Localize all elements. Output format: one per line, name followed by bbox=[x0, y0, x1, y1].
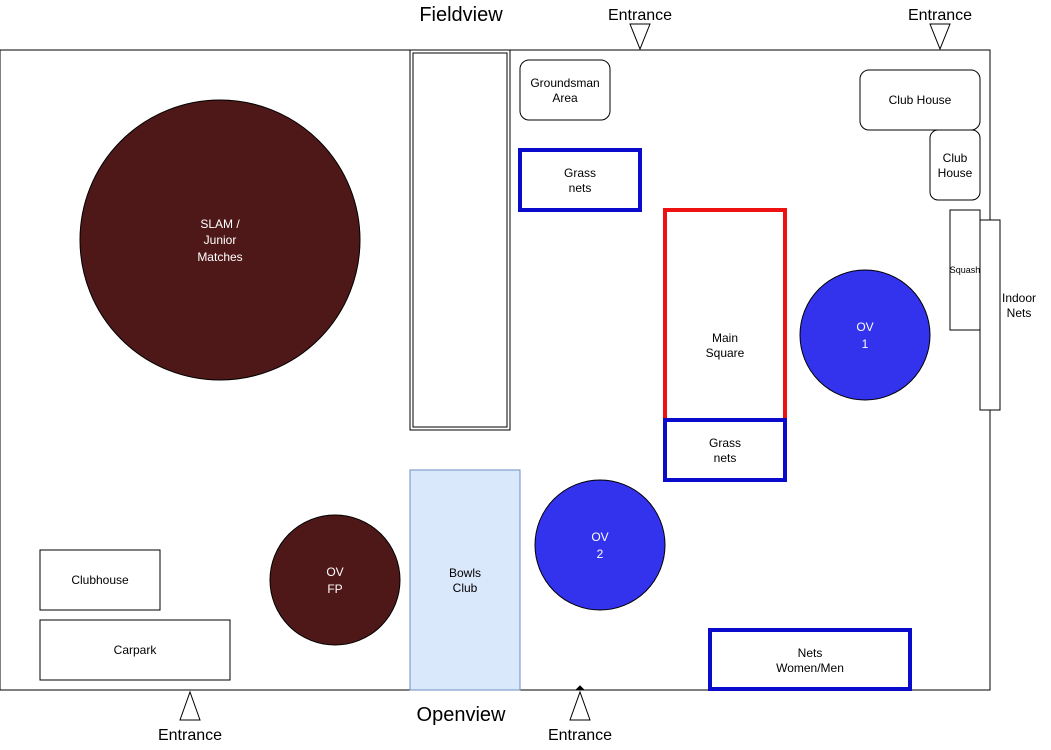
heading-fieldview: Fieldview bbox=[419, 4, 503, 26]
ov2-label-1: OV bbox=[591, 530, 608, 544]
entrance-arrow-icon bbox=[179, 690, 201, 721]
squash-label: Squash bbox=[950, 265, 981, 275]
indoor-nets-label-1: Indoor bbox=[1002, 291, 1036, 305]
nets-women-men: Nets Women/Men bbox=[708, 628, 912, 691]
indoor-nets-label-2: Nets bbox=[1007, 306, 1032, 320]
clubhouse: Clubhouse bbox=[39, 549, 161, 611]
entrance-bottom-middle: Entrance bbox=[548, 685, 612, 744]
bowls-label-2: Club bbox=[453, 581, 478, 595]
ov2-field: OV 2 bbox=[534, 479, 666, 611]
club-house-small: Club House bbox=[929, 129, 981, 201]
squash-court: Squash bbox=[949, 209, 981, 331]
ov2-label-2: 2 bbox=[597, 547, 604, 561]
carpark: Carpark bbox=[39, 619, 231, 681]
entrance-marker-icon bbox=[574, 685, 586, 691]
entrance-label: Entrance bbox=[158, 727, 222, 744]
grass-nets-bottom-label-1: Grass bbox=[709, 436, 741, 450]
indoor-nets: Indoor Nets bbox=[979, 219, 1036, 411]
ov1-label-1: OV bbox=[856, 320, 873, 334]
heading-openview: Openview bbox=[417, 704, 506, 726]
groundsman-area: Groundsman Area bbox=[519, 59, 611, 121]
grass-nets-top-label-2: nets bbox=[569, 181, 592, 195]
entrance-bottom-left: Entrance bbox=[158, 690, 222, 744]
club-house-wide: Club House bbox=[859, 69, 981, 131]
entrance-label: Entrance bbox=[608, 7, 672, 24]
main-square: Main Square bbox=[663, 208, 787, 422]
slam-label-2: Junior bbox=[204, 233, 237, 247]
entrance-top-right: Entrance bbox=[908, 7, 972, 51]
grass-nets-bottom-label-2: nets bbox=[714, 451, 737, 465]
entrance-arrow-icon bbox=[929, 23, 951, 51]
groundsman-label-1: Groundsman bbox=[530, 76, 599, 90]
main-square-label-2: Square bbox=[706, 346, 745, 360]
entrance-label: Entrance bbox=[548, 727, 612, 744]
grass-nets-top: Grass nets bbox=[518, 148, 642, 212]
main-square-label-1: Main bbox=[712, 331, 738, 345]
ovfp-field: OV FP bbox=[269, 514, 401, 646]
ovfp-label-2: FP bbox=[327, 582, 342, 596]
nets-women-men-label-2: Women/Men bbox=[776, 661, 844, 675]
entrance-top-middle: Entrance bbox=[608, 7, 672, 51]
ov1-label-2: 1 bbox=[862, 337, 869, 351]
entrance-arrow-icon bbox=[629, 23, 651, 51]
club-house-wide-label: Club House bbox=[889, 93, 952, 107]
ovfp-label-1: OV bbox=[326, 565, 343, 579]
ov1-field: OV 1 bbox=[799, 269, 931, 401]
groundsman-label-2: Area bbox=[552, 91, 578, 105]
club-house-small-label-2: House bbox=[938, 166, 973, 180]
pavilion-strip bbox=[409, 49, 511, 431]
slam-label-3: Matches bbox=[197, 250, 242, 264]
bowls-label-1: Bowls bbox=[449, 566, 481, 580]
club-house-small-label-1: Club bbox=[943, 151, 968, 165]
clubhouse-label: Clubhouse bbox=[71, 573, 129, 587]
bowls-club: Bowls Club bbox=[409, 469, 521, 691]
grass-nets-bottom: Grass nets bbox=[663, 418, 787, 482]
entrance-arrow-icon bbox=[569, 690, 591, 721]
carpark-label: Carpark bbox=[114, 643, 158, 657]
entrance-label: Entrance bbox=[908, 7, 972, 24]
slam-label-1: SLAM / bbox=[200, 217, 240, 231]
grass-nets-top-label-1: Grass bbox=[564, 166, 596, 180]
slam-junior-matches-field: SLAM / Junior Matches bbox=[79, 99, 361, 381]
nets-women-men-label-1: Nets bbox=[798, 646, 823, 660]
